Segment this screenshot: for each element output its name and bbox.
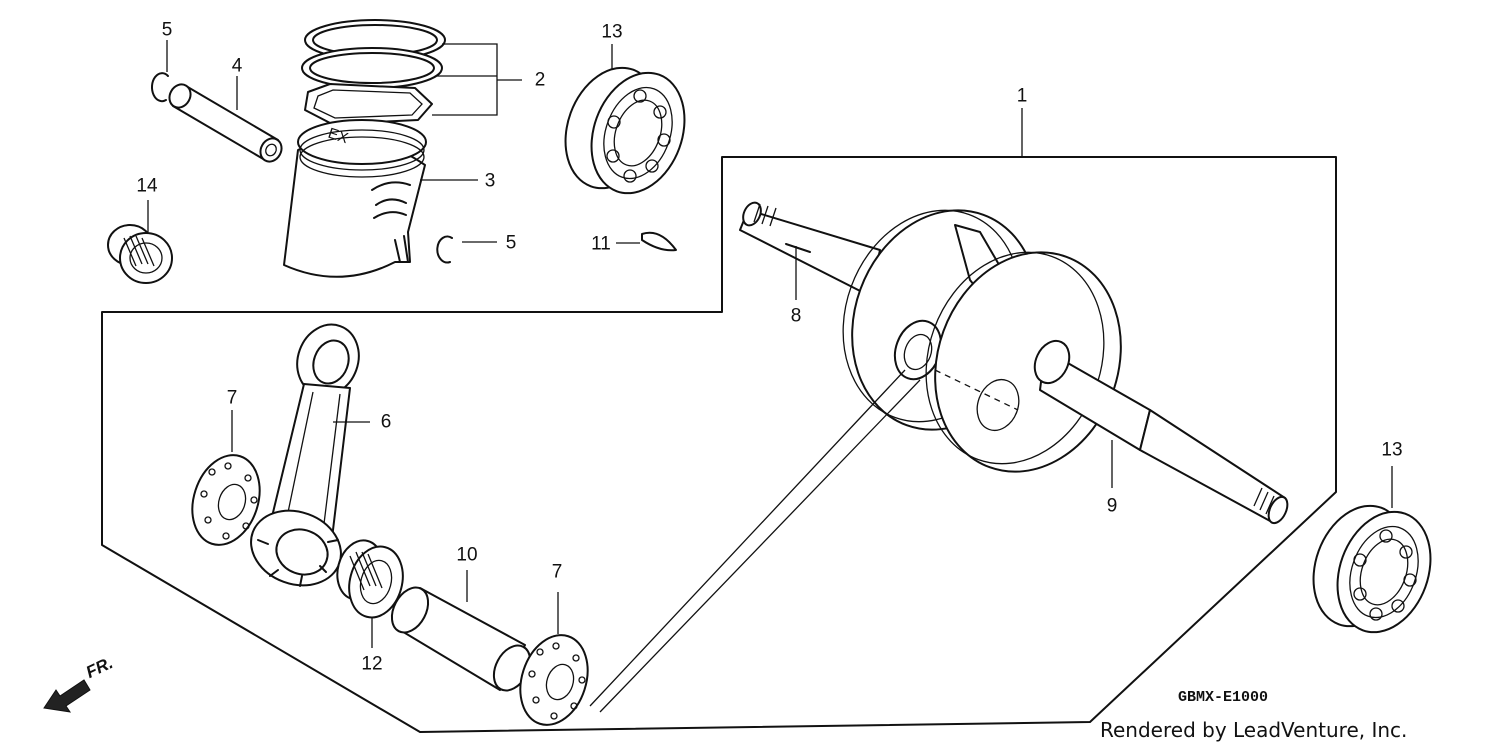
callout-9: 9 <box>1106 495 1118 517</box>
callout-12: 12 <box>361 653 383 675</box>
main-bearing-lower <box>1312 466 1432 634</box>
callout-14: 14 <box>136 175 158 197</box>
main-bearing-upper <box>564 44 686 195</box>
crank-pin <box>390 570 532 692</box>
thrust-washer-right <box>519 592 589 726</box>
crankshaft <box>739 201 1289 525</box>
pin-clip-lower <box>436 235 497 264</box>
callout-6: 6 <box>380 411 392 433</box>
callout-5-upper: 5 <box>161 19 173 41</box>
pin-clip-upper <box>150 40 169 103</box>
callout-7-left: 7 <box>226 387 238 409</box>
callout-7-right: 7 <box>551 561 563 583</box>
diagram-code: GBMX-E1000 <box>1178 689 1269 706</box>
leader-lines <box>589 369 921 713</box>
callout-8: 8 <box>790 305 802 327</box>
callout-3: 3 <box>484 170 496 192</box>
assembly-bracket-outline <box>101 108 1337 733</box>
callout-11: 11 <box>591 233 611 255</box>
callout-5-lower: 5 <box>505 232 517 254</box>
callout-1: 1 <box>1016 85 1028 107</box>
callout-4: 4 <box>231 55 243 77</box>
woodruff-key <box>616 231 677 252</box>
front-direction-arrow-icon <box>43 679 91 713</box>
piston-ring-set <box>301 19 522 125</box>
connecting-rod <box>250 323 370 587</box>
callout-13-lower: 13 <box>1381 439 1403 461</box>
piston <box>283 119 478 278</box>
piston-pin <box>168 76 283 163</box>
callout-10: 10 <box>456 544 478 566</box>
callout-2: 2 <box>534 69 546 91</box>
thrust-washer-left <box>191 410 261 546</box>
callout-13-upper: 13 <box>601 21 623 43</box>
big-end-needle-bearing <box>336 539 404 648</box>
small-end-needle-bearing <box>107 200 173 284</box>
render-credit: Rendered by LeadVenture, Inc. <box>1100 718 1408 742</box>
